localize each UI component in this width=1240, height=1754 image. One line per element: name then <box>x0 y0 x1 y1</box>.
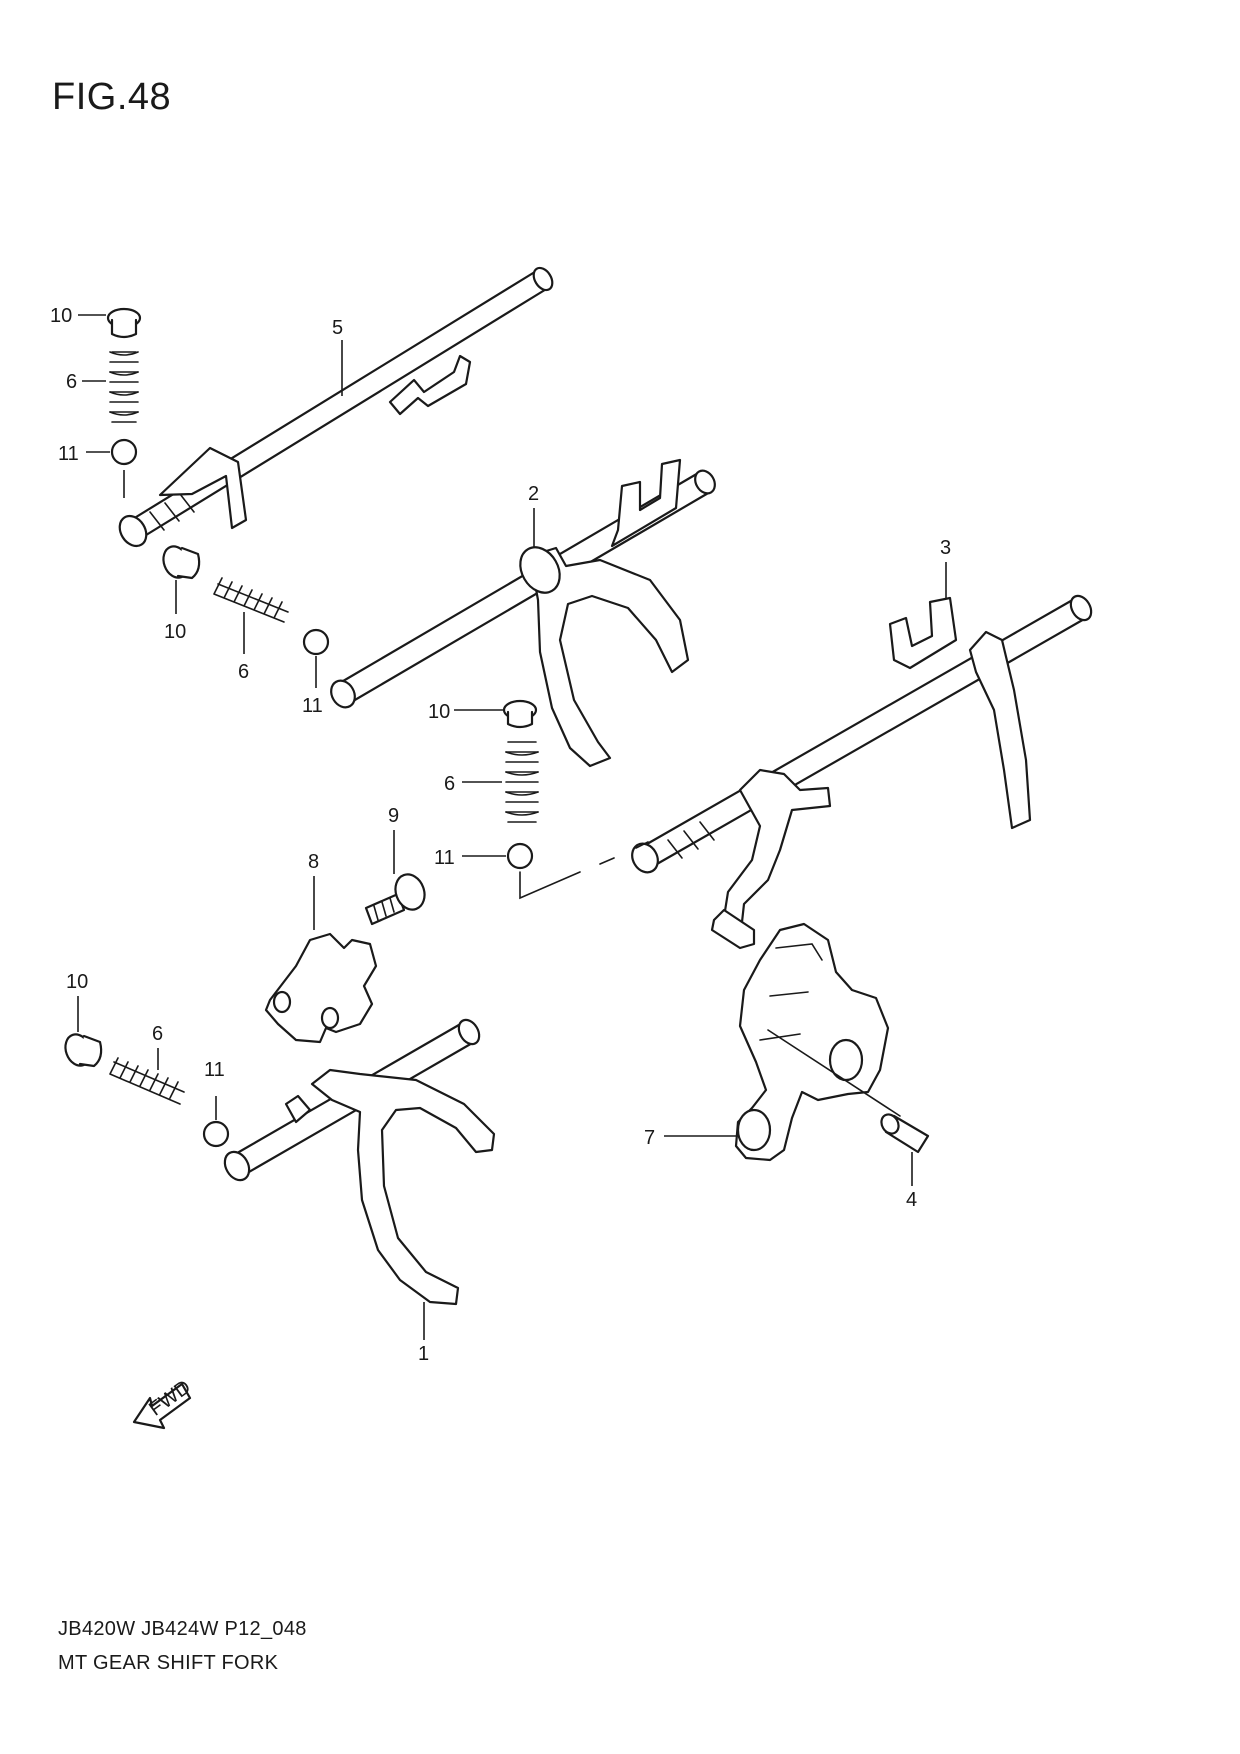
plug-10-top <box>78 307 142 339</box>
callout-11-middle: 11 <box>434 847 455 869</box>
shift-bracket-8 <box>264 876 378 1044</box>
bolt-9 <box>364 830 426 926</box>
callout-2: 2 <box>528 483 539 505</box>
model-code: JB420W JB424W P12_048 <box>58 1618 307 1640</box>
callout-3: 3 <box>940 537 951 559</box>
callout-6-top: 6 <box>66 371 77 393</box>
callout-11-bottom: 11 <box>204 1059 225 1081</box>
callout-11-top: 11 <box>58 443 79 465</box>
ball-11-middle <box>462 841 649 900</box>
shift-fork-1-with-shaft <box>223 1018 496 1340</box>
callout-6-bottom: 6 <box>152 1023 163 1045</box>
shift-shaft-5 <box>118 266 554 548</box>
fwd-arrow-icon: FWD <box>132 1376 195 1430</box>
callout-9: 9 <box>388 805 399 827</box>
callout-8: 8 <box>308 851 319 873</box>
callout-10-bottom: 10 <box>66 971 88 993</box>
ball-11-middle-left <box>302 628 330 688</box>
shift-fork-2-with-shaft <box>330 458 716 768</box>
pin-4 <box>767 1029 930 1186</box>
callout-10-top: 10 <box>50 305 72 327</box>
plug-10-middle <box>454 699 538 729</box>
shift-lever-guide-7 <box>664 922 890 1162</box>
callout-6-middle-left: 6 <box>238 661 249 683</box>
callout-6-middle: 6 <box>444 773 455 795</box>
callout-4: 4 <box>906 1189 917 1211</box>
callout-1: 1 <box>418 1343 429 1365</box>
spring-6-top <box>82 351 139 423</box>
callout-5: 5 <box>332 317 343 339</box>
ball-11-top <box>86 438 138 498</box>
callout-11-middle-left: 11 <box>302 695 323 717</box>
spring-6-middle-left <box>213 577 289 654</box>
figure-description: MT GEAR SHIFT FORK <box>58 1652 279 1674</box>
shift-fork-3-with-shaft <box>631 562 1093 950</box>
callout-10-middle-left: 10 <box>164 621 186 643</box>
plug-10-bottom <box>64 996 103 1068</box>
plug-10-middle-left <box>162 545 201 614</box>
ball-11-bottom <box>202 1096 230 1148</box>
spring-6-middle <box>462 741 539 823</box>
callout-7: 7 <box>644 1127 655 1149</box>
spring-6-bottom <box>109 1048 185 1105</box>
callout-10-middle: 10 <box>428 701 450 723</box>
figure-title: FIG.48 <box>52 76 172 118</box>
